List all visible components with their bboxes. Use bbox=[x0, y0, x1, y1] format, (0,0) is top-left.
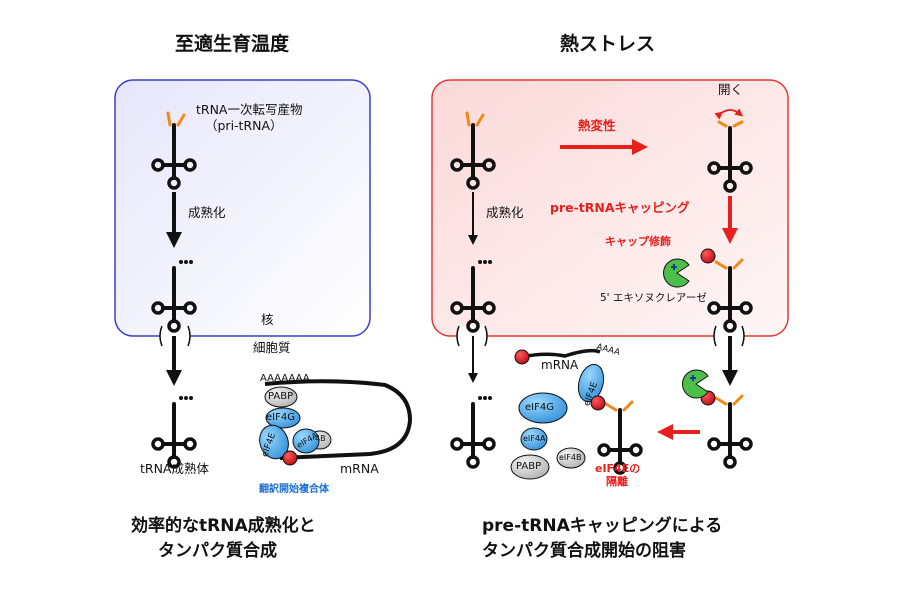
initiation-complex-label: 翻訳開始複合体 bbox=[259, 484, 329, 495]
mature-trna-nucleus-right bbox=[450, 260, 496, 333]
mature-trna-label: tRNA成熟体 bbox=[140, 461, 209, 476]
right-caption-2: タンパク質合成開始の阻害 bbox=[482, 541, 686, 561]
pabp-label-left: PABP bbox=[268, 391, 294, 402]
sequester-label-2: 隔離 bbox=[606, 475, 628, 488]
left-title: 至適生育温度 bbox=[175, 33, 290, 55]
nucleus-panel-right bbox=[431, 79, 789, 337]
eif4b-label-left: 4B bbox=[315, 434, 326, 443]
nucleus-panel-left bbox=[114, 79, 371, 337]
eif4g-label-right: eIF4G bbox=[525, 402, 554, 413]
eif4g-label-left: eIF4G bbox=[266, 412, 295, 423]
maturation-label-left: 成熟化 bbox=[188, 205, 226, 220]
capped-trna-nucleus bbox=[700, 248, 753, 333]
free-mrna bbox=[514, 348, 601, 365]
mature-trna-nucleus-left bbox=[151, 260, 197, 333]
mature-trna-cytoplasm-left bbox=[151, 396, 197, 469]
pri-trna-label: tRNA一次転写産物 bbox=[196, 102, 303, 117]
eif4e-sequestered bbox=[577, 363, 605, 403]
mrna-label-left: mRNA bbox=[340, 461, 379, 476]
pabp-label-right: PABP bbox=[516, 461, 542, 472]
eif4a-free bbox=[520, 427, 548, 451]
eif4g-free bbox=[518, 392, 568, 424]
mature-trna-cytoplasm-right bbox=[450, 396, 496, 469]
heat-denature-label: 熱変性 bbox=[578, 118, 616, 133]
opened-trna bbox=[707, 108, 753, 193]
capping-label: pre-tRNAキャッピング bbox=[550, 200, 690, 215]
cap-mod-label: キャップ修飾 bbox=[605, 235, 671, 248]
right-caption-1: pre-tRNAキャッピングによる bbox=[482, 516, 723, 536]
eif4b-label-right: eIF4B bbox=[559, 453, 582, 462]
exonuclease-cytoplasm bbox=[682, 369, 709, 399]
cap-ball-sequestered bbox=[590, 395, 606, 411]
exonuclease-label: 5' エキソヌクレアーゼ bbox=[600, 292, 707, 304]
eif4a-label-right: eIF4A bbox=[523, 434, 546, 443]
polya-left: AAAAAAA bbox=[260, 373, 310, 384]
maturation-label-right: 成熟化 bbox=[486, 205, 524, 220]
nucleus-label: 核 bbox=[261, 312, 274, 327]
pri-trna-label-2: （pri-tRNA） bbox=[205, 118, 283, 133]
initiation-complex-left bbox=[259, 379, 413, 466]
pri-trna-left bbox=[151, 111, 197, 190]
pabp-free bbox=[510, 454, 550, 480]
eif4e-bound-trna bbox=[597, 400, 643, 475]
mrna-label-right: mRNA bbox=[541, 358, 579, 372]
left-caption-2: タンパク質合成 bbox=[158, 541, 277, 561]
left-caption-1: 効率的なtRNA成熟化と bbox=[131, 516, 316, 536]
exonuclease-nucleus bbox=[663, 258, 690, 288]
pri-trna-right bbox=[450, 111, 496, 190]
eif4b-free bbox=[556, 447, 586, 469]
sequester-label-1: eIF4Eの bbox=[595, 462, 641, 475]
right-title: 熱ストレス bbox=[560, 33, 656, 55]
open-label: 開く bbox=[718, 82, 744, 97]
capped-trna-cytoplasm bbox=[700, 390, 753, 469]
cytoplasm-label: 細胞質 bbox=[253, 340, 291, 355]
